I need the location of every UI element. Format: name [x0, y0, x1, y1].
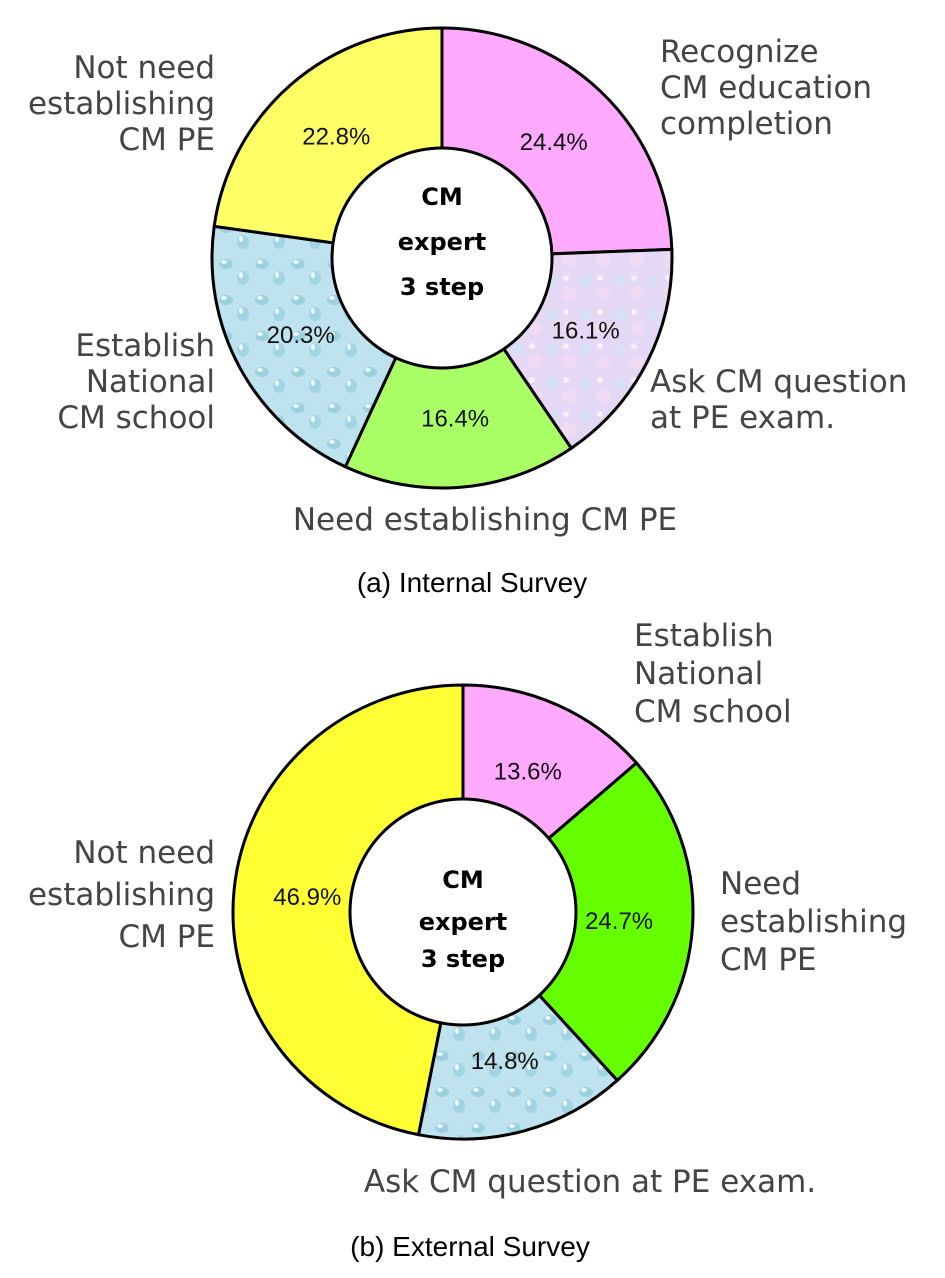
center-label-line: CM	[442, 866, 484, 894]
slice-category-label: Ask CM question at PE exam.	[364, 1164, 816, 1200]
category-label-line: Not need	[73, 50, 215, 86]
category-label-line: Need establishing CM PE	[293, 502, 677, 538]
slice-value-label: 14.8%	[471, 1048, 539, 1075]
donut-slice	[460, 760, 695, 1083]
center-label-line: 3 step	[400, 273, 484, 301]
donut-slice	[231, 683, 465, 1137]
value-labels: 24.4% 16.1% 16.4% 20.3% 22.8%	[267, 124, 620, 433]
category-label-line: establishing	[28, 877, 215, 913]
slice-category-label: Need establishing CM PE	[293, 502, 677, 538]
category-label-line: CM school	[57, 400, 215, 436]
category-label-line: Establish	[634, 618, 774, 654]
center-label: CM expert 3 step	[419, 866, 508, 973]
category-label-line: at PE exam.	[650, 400, 835, 436]
category-label-line: National	[634, 656, 763, 692]
caption-internal-survey: (a) Internal Survey	[357, 567, 587, 598]
category-label-line: National	[86, 364, 215, 400]
category-label-line: Need	[720, 866, 801, 902]
center-label-line: expert	[398, 228, 487, 256]
category-label-line: Ask CM question at PE exam.	[364, 1164, 816, 1200]
donut-center-hole	[348, 797, 578, 1027]
category-label-line: CM PE	[118, 919, 215, 955]
center-label-line: expert	[419, 908, 508, 936]
category-label-line: Not need	[73, 835, 215, 871]
caption-external-survey: (b) External Survey	[350, 1231, 590, 1262]
category-label-line: CM school	[634, 694, 792, 730]
category-label-line: CM PE	[118, 122, 215, 158]
slice-value-label: 16.1%	[552, 318, 620, 345]
category-label-line: completion	[660, 106, 833, 142]
slice-value-label: 13.6%	[494, 759, 562, 786]
category-label-line: Ask CM question	[650, 364, 907, 400]
slice-value-label: 24.4%	[520, 129, 588, 156]
slice-value-label: 22.8%	[302, 124, 370, 151]
internal-survey-donut: CM expert 3 step 24.4% 16.1% 16.4% 20.3% 22.8%…	[28, 26, 907, 538]
donut-center-hole	[330, 146, 554, 370]
value-labels: 13.6% 24.7% 14.8% 46.9%	[273, 759, 653, 1075]
external-survey-donut: CM expert 3 step 13.6% 24.7% 14.8% 46.9% Esta…	[28, 618, 907, 1200]
slice-category-label: Not need establishing CM PE	[28, 835, 215, 955]
category-label-line: CM education	[660, 70, 872, 106]
center-label-line: CM	[421, 183, 463, 211]
slice-value-label: 46.9%	[273, 884, 341, 911]
center-label-line: 3 step	[421, 945, 505, 973]
category-label-line: Recognize	[660, 34, 819, 70]
slice-value-label: 20.3%	[267, 322, 335, 349]
slice-value-label: 24.7%	[585, 908, 653, 935]
slice-value-label: 16.4%	[421, 405, 489, 432]
donut-slice	[343, 254, 574, 490]
category-label-line: establishing	[28, 86, 215, 122]
category-label-line: CM PE	[720, 942, 817, 978]
category-label-line: Establish	[75, 328, 215, 364]
category-label-line: establishing	[720, 904, 907, 940]
center-label: CM expert 3 step	[398, 183, 487, 301]
